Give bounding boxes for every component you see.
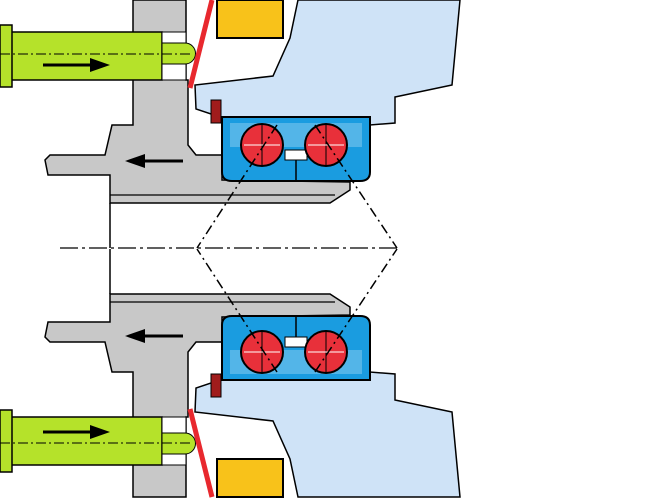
lower-half <box>0 249 460 497</box>
upper-half <box>0 0 460 248</box>
